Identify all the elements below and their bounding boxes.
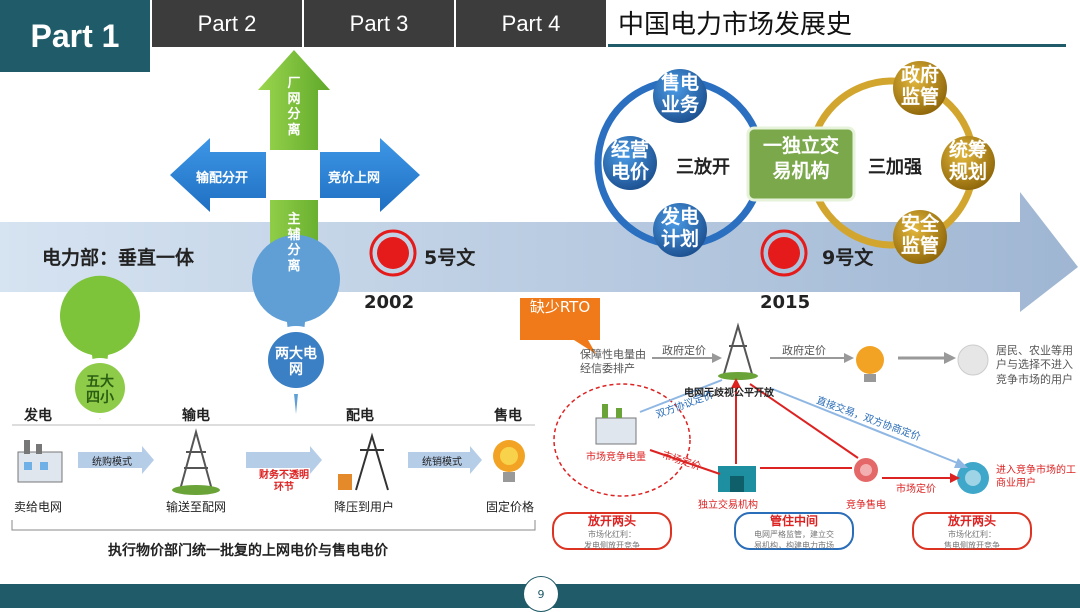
event-2015-year: 2015 [760, 292, 811, 313]
caption-sell-to-grid: 卖给电网 [14, 500, 63, 514]
pill-sub: 易机构，构建电力市场 [754, 540, 834, 550]
page-title: 中国电力市场发展史 [608, 0, 1066, 47]
pill-sub: 售电侧放开竞争 [944, 540, 1000, 550]
arrow-left-label: 输配分开 [196, 171, 249, 186]
stage-distribution: 配电 [346, 408, 374, 424]
active-part-tab[interactable]: Part 1 [0, 0, 150, 72]
ring-item-price: 经营电价 [610, 139, 649, 183]
exchange-label: 一独立交易机构 [762, 135, 839, 182]
bulb-icon-2 [856, 346, 884, 382]
arrow-right-label: 竞价上网 [328, 171, 381, 186]
old-chain-footer: 执行物价部门统一批复的上网电价与售电电价 [108, 543, 388, 559]
exchange-box [746, 126, 856, 202]
tab-part-2[interactable]: Part 2 [152, 0, 304, 47]
right-ring-label: 三加强 [868, 157, 922, 178]
ring-item-plan: 发电计划 [660, 206, 699, 250]
page-number: 9 [523, 576, 559, 612]
transmission-tower-icon [172, 428, 220, 495]
resident-user-icon [957, 344, 989, 376]
label-competitive-power: 市场竞争电量 [586, 452, 646, 463]
tab-part-3[interactable]: Part 3 [304, 0, 456, 47]
pill-sub: 市场化红利： [588, 529, 636, 539]
dashed-ellipse [553, 383, 691, 497]
label-gov-price-1: 政府定价 [662, 344, 706, 357]
pin-two-grids-label: 两大电网 [275, 346, 317, 379]
arrow-down-label: 主辅分离 [287, 212, 301, 274]
pin-five-four-label: 五大四小 [86, 374, 114, 407]
label-market-price-2: 市场定价 [896, 484, 936, 495]
caption-step-down: 降压到用户 [334, 500, 395, 514]
arrow-label-unified-purchase: 统购模式 [92, 457, 132, 468]
retail-icon [854, 458, 878, 482]
caption-fixed-price: 固定价格 [486, 500, 535, 514]
distribution-icon [338, 432, 389, 491]
arrow-up-label: 厂网分离 [287, 76, 301, 138]
industrial-user-icon [957, 462, 989, 494]
label-residents: 居民、农业等用户与选择不进入竞争市场的用户 [996, 344, 1073, 386]
label-guaranteed-power: 保障性电量由经信委排产 [580, 348, 646, 376]
exchange-building-icon [718, 466, 756, 492]
label-industrial: 进入竞争市场的工商业用户 [996, 465, 1076, 489]
ring-item-safety: 安全监管 [900, 213, 939, 257]
factory-icon [17, 440, 63, 483]
event-2002-doc: 5号文 [424, 247, 476, 269]
arrow-label-opaque: 财务不透明环节 [259, 470, 309, 493]
rto-bubble-label: 缺少RTO [529, 298, 591, 316]
pill-regulate-middle: 管住中间 电网严格监管，建立交 易机构，构建电力市场 [734, 512, 854, 550]
timeline-start-label: 电力部：垂直一体 [42, 247, 195, 269]
arrow-up-shape [258, 50, 330, 150]
pill-title: 放开两头 [947, 513, 996, 528]
pill-open-retail: 放开两头 市场化红利： 售电侧放开竞争 [912, 512, 1032, 550]
ring-item-retail: 售电业务 [660, 72, 699, 116]
pill-sub: 市场化红利： [948, 529, 996, 539]
left-ring-label: 三放开 [676, 157, 730, 178]
ring-item-gov: 政府监管 [900, 64, 939, 108]
bulb-icon [493, 440, 525, 482]
pill-sub: 发电侧放开竞争 [584, 540, 640, 550]
pill-title: 放开两头 [587, 513, 636, 528]
stage-transmission: 输电 [182, 408, 210, 424]
caption-to-distribution: 输送至配网 [166, 500, 227, 514]
grid-tower-icon [718, 322, 758, 380]
label-gov-price-2: 政府定价 [782, 344, 826, 357]
event-dot-2002 [369, 229, 417, 277]
market-factory-icon [595, 404, 637, 445]
stage-generation: 发电 [24, 408, 52, 424]
ring-item-planning: 统筹规划 [948, 139, 987, 183]
tab-part-4[interactable]: Part 4 [456, 0, 608, 47]
event-2015-doc: 9号文 [822, 247, 874, 269]
stage-retail: 售电 [494, 408, 522, 424]
rto-bubble [520, 298, 600, 354]
pill-sub: 电网严格监管，建立交 [754, 529, 834, 539]
label-exchange: 独立交易机构 [698, 500, 758, 511]
arrow-left-shape [170, 138, 266, 212]
pill-title: 管住中间 [769, 513, 818, 528]
pill-open-generation: 放开两头 市场化红利： 发电侧放开竞争 [552, 512, 672, 550]
label-grid-open: 电网无歧视公平开放 [684, 388, 774, 399]
label-retail: 竞争售电 [846, 500, 886, 511]
event-dot-2015 [760, 229, 808, 277]
pin-five-four [60, 275, 141, 420]
arrow-right-shape [320, 138, 420, 212]
pin-two-grids [251, 234, 341, 414]
event-2002-year: 2002 [364, 292, 415, 313]
arrow-label-unified-sale: 统销模式 [422, 457, 462, 468]
